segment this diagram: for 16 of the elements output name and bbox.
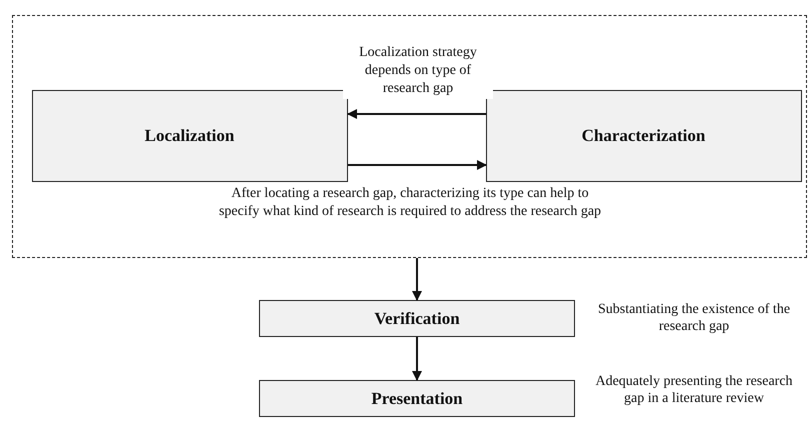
box-label: Presentation [371,388,463,408]
arrow [348,160,487,170]
arrow [347,109,486,119]
box-label: Localization [144,126,234,146]
annotation-text: Substantiating the existence of the research gap [596,302,792,336]
dashed-group-frame [12,15,807,258]
annotation-text: Adequately presenting the research gap in a literature review [594,374,794,408]
edge-label: Localization strategy depends on type of research gap [343,44,493,99]
process-box [259,380,575,417]
box-label: Characterization [582,126,706,146]
process-box [486,90,802,182]
process-box [259,300,575,337]
box-label: Verification [374,308,460,328]
arrow [412,258,422,301]
arrow [412,337,422,381]
process-box [32,90,348,182]
